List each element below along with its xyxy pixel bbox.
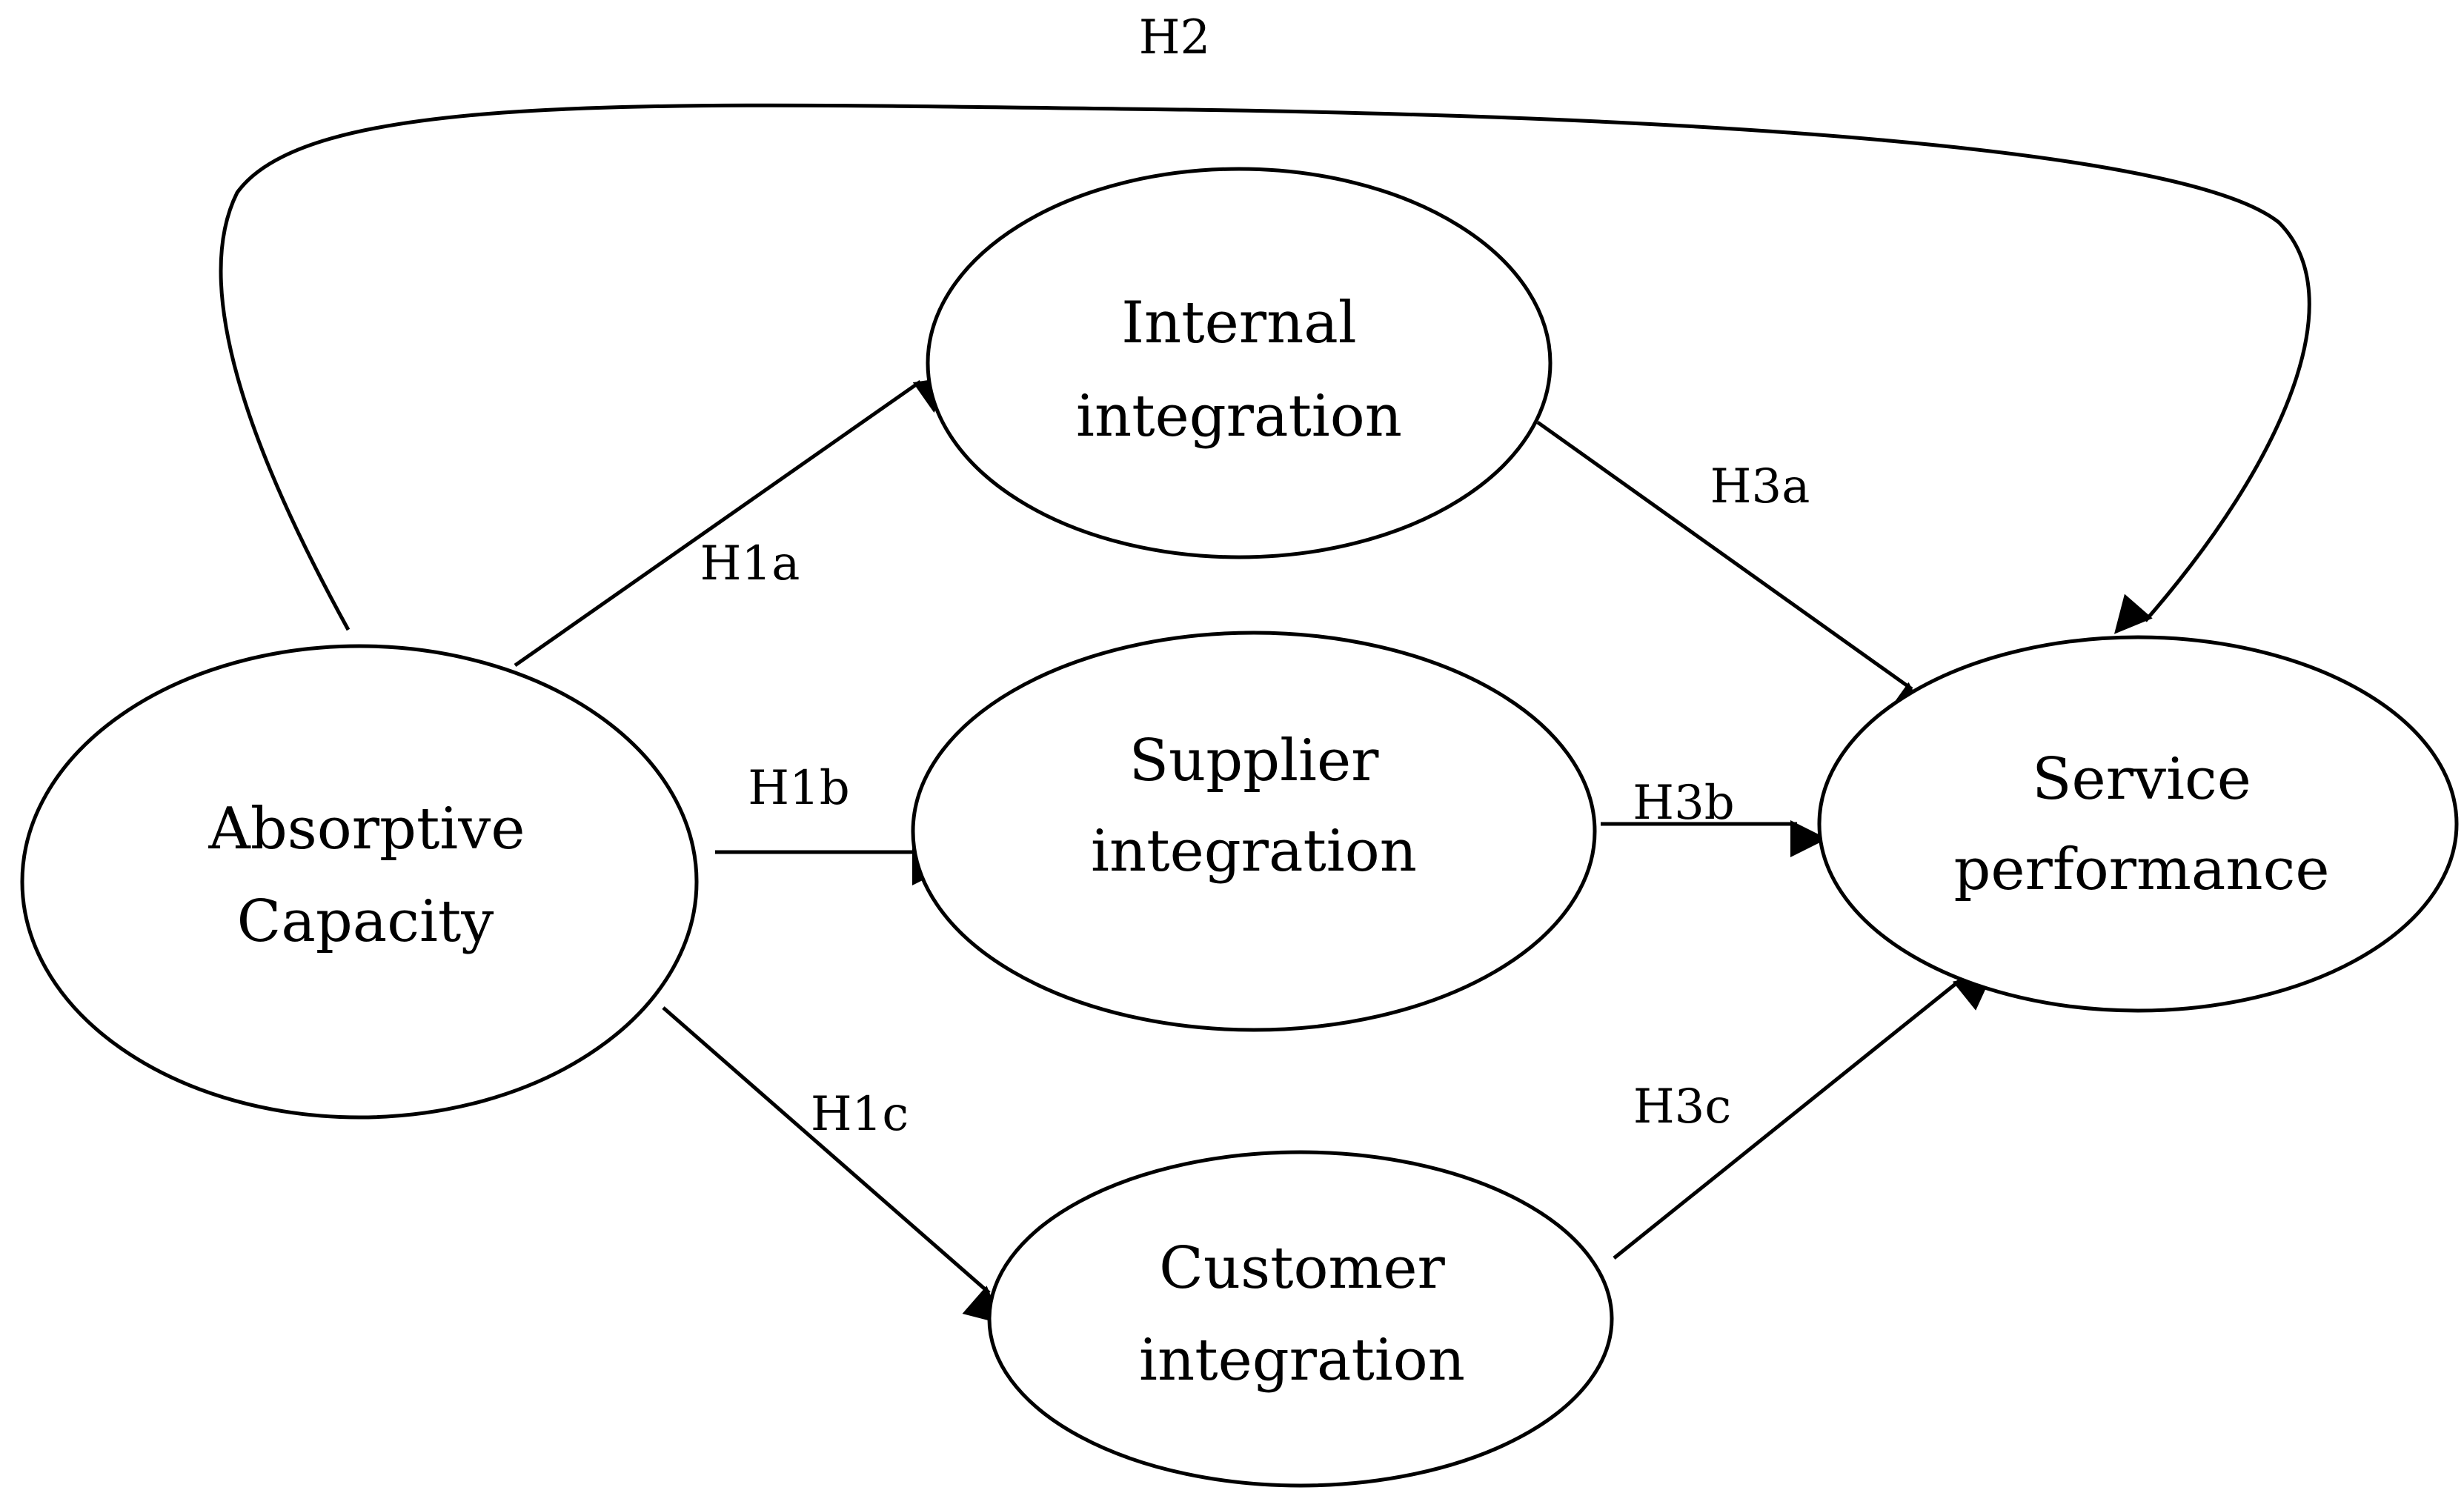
node-internal-integration: Internal integration (926, 167, 1553, 559)
node-absorptive-capacity: Absorptive Capacity (20, 644, 699, 1120)
node-supplier-integration-label-line2: integration (1091, 818, 1417, 885)
edge-h3a (1536, 420, 1928, 719)
node-service-performance-label-line2: performance (1953, 837, 2329, 903)
edge-label-h1a: H1a (700, 536, 800, 591)
node-service-performance-label-line1: Service (2032, 746, 2251, 813)
edge-label-h1b: H1b (748, 761, 850, 816)
edge-label-h2: H2 (1139, 10, 1211, 65)
node-service-performance: Service performance (1817, 635, 2459, 1013)
edge-h3c (1613, 972, 1993, 1260)
edge-label-h3b: H3b (1633, 776, 1735, 831)
edge-h2 (219, 103, 2311, 634)
node-absorptive-capacity-label-line2: Capacity (237, 888, 494, 955)
edge-h1a (514, 376, 954, 668)
edge-h1c (662, 1006, 1003, 1325)
node-absorptive-capacity-label-line1: Absorptive (208, 796, 525, 862)
edge-label-h3a: H3a (1710, 459, 1810, 514)
node-internal-integration-label-line1: Internal (1121, 290, 1357, 356)
node-customer-integration-label-line2: integration (1139, 1327, 1465, 1394)
node-customer-integration-label-line1: Customer (1159, 1235, 1445, 1302)
node-internal-integration-label-line2: integration (1076, 383, 1402, 450)
edge-label-h3c: H3c (1633, 1080, 1731, 1134)
edge-label-h1c: H1c (811, 1087, 909, 1142)
node-supplier-integration: Supplier integration (911, 631, 1597, 1032)
node-supplier-integration-label-line1: Supplier (1129, 728, 1380, 794)
node-customer-integration: Customer integration (987, 1150, 1614, 1488)
